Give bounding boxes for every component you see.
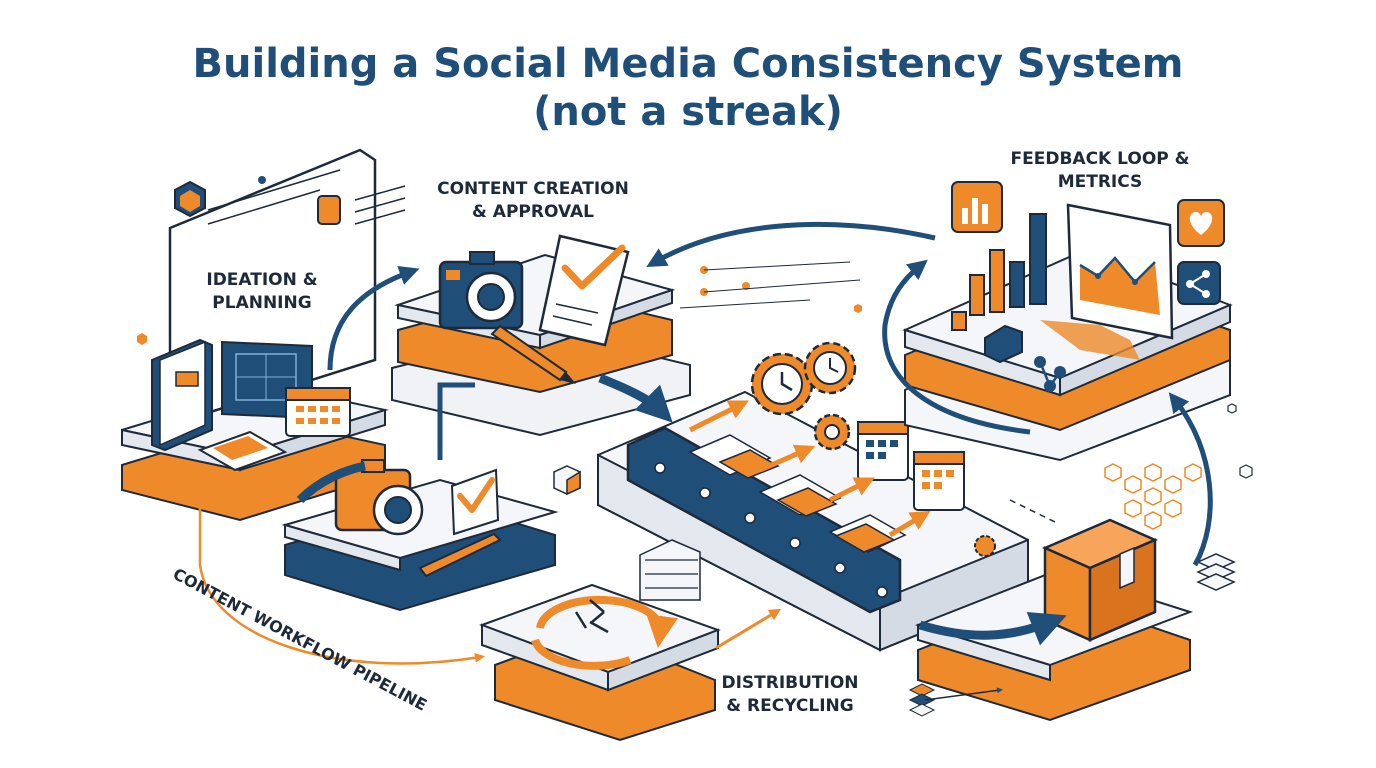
- recycle-icon: [531, 595, 678, 670]
- flow-arrows: [198, 221, 1213, 701]
- stacked-layers-icon: [908, 553, 1236, 717]
- label-feedback-line-2: METRICS: [1057, 172, 1143, 192]
- hexagon-cube-icon: [174, 176, 266, 218]
- pencil-icon: [490, 324, 576, 384]
- label-feedback-loop-metrics: FEEDBACK LOOP & METRICS: [1000, 148, 1200, 194]
- checklist-icon: [538, 234, 630, 347]
- bar-chart-bubble-icon: [951, 181, 1003, 233]
- label-content-creation-approval: CONTENT CREATION & APPROVAL: [420, 178, 646, 224]
- camera-icon-2: [334, 459, 424, 536]
- title-line-2: (not a streak): [533, 89, 843, 135]
- bar-chart-icon: [951, 213, 1047, 331]
- notebook-icon: [151, 338, 213, 452]
- decor-dots: [137, 261, 1253, 479]
- analytics-screen-icon: [1066, 203, 1174, 340]
- label-distribution-line-1: DISTRIBUTION: [721, 673, 859, 693]
- label-ideation-line-2: PLANNING: [212, 293, 312, 313]
- calendar-icon: [285, 387, 351, 437]
- approval-check-icon: [418, 468, 502, 578]
- title-line-1: Building a Social Media Consistency Syst…: [192, 41, 1184, 87]
- label-distribution-recycling: DISTRIBUTION & RECYCLING: [715, 672, 865, 718]
- label-creation-line-1: CONTENT CREATION: [437, 179, 629, 199]
- label-feedback-line-1: FEEDBACK LOOP &: [1010, 149, 1190, 169]
- stairs-icon: [639, 539, 701, 601]
- camera-icon: [438, 251, 524, 330]
- label-distribution-line-2: & RECYCLING: [726, 696, 854, 716]
- label-creation-line-2: & APPROVAL: [472, 202, 594, 222]
- sticky-note-icon: [197, 430, 288, 472]
- heart-icon: [1177, 199, 1225, 247]
- label-ideation-planning: IDEATION & PLANNING: [192, 269, 332, 315]
- small-cube-icon: [553, 465, 581, 496]
- creation-platform: [391, 253, 691, 437]
- conveyor-belt-icon: [626, 426, 907, 614]
- hexagon-network-icon: [1104, 463, 1202, 530]
- gear-clock-icon: [750, 341, 996, 557]
- calendar-icon-stack: [857, 421, 965, 511]
- thumbs-up-icon: [984, 320, 1140, 392]
- label-ideation-line-1: IDEATION &: [206, 270, 318, 290]
- share-icon: [1177, 261, 1221, 305]
